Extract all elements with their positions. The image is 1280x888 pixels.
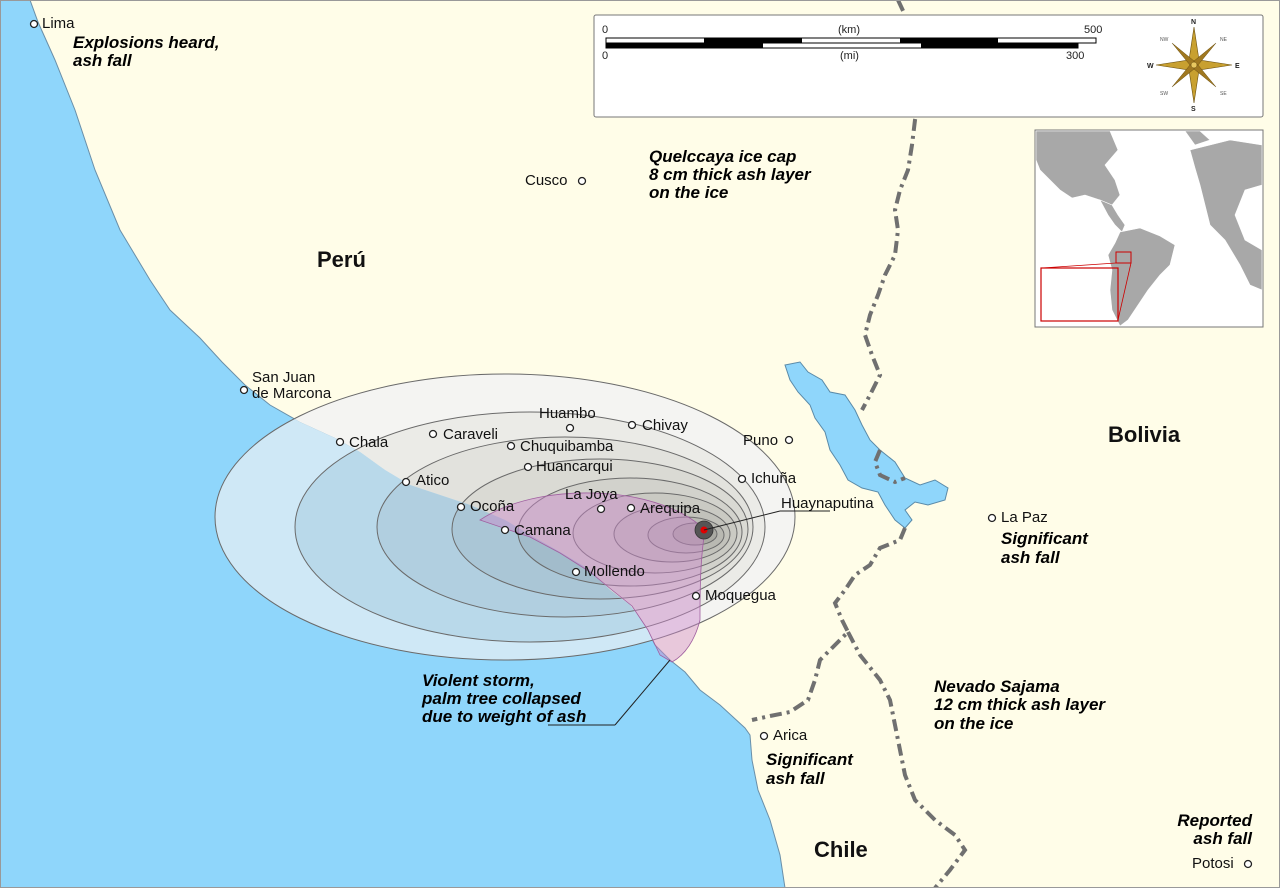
- compass-sw: SW: [1160, 91, 1168, 97]
- city-label-chuquibamba: Chuquibamba: [520, 438, 614, 455]
- city-label-ichuna: Ichuña: [751, 470, 797, 487]
- city-label-cusco: Cusco: [525, 172, 568, 189]
- city-label-moquegua: Moquegua: [705, 587, 777, 604]
- note-storm-1: Violent storm,: [422, 671, 535, 690]
- city-label-san-juan-1: San Juan: [252, 369, 315, 386]
- note-arica-1: Significant: [766, 750, 854, 769]
- city-label-lima: Lima: [42, 15, 75, 32]
- scale-mi-unit: (mi): [840, 50, 859, 62]
- note-sajama-3: on the ice: [934, 714, 1013, 733]
- scale-km-start: 0: [602, 24, 608, 36]
- note-quelccaya-1: Quelccaya ice cap: [649, 147, 796, 166]
- compass-w: W: [1147, 63, 1154, 70]
- scale-mi-start: 0: [602, 50, 608, 62]
- international-borders: [751, 0, 968, 888]
- city-label-chala: Chala: [349, 434, 389, 451]
- note-potosi-1: Reported: [1177, 811, 1252, 830]
- huaynaputina-volcano: [694, 510, 830, 540]
- city-markers: [29, 19, 1253, 869]
- scale-mi-end: 300: [1066, 50, 1084, 62]
- city-label-caraveli: Caraveli: [443, 426, 498, 443]
- note-sajama-2: 12 cm thick ash layer: [934, 695, 1106, 714]
- city-label-la-paz: La Paz: [1001, 509, 1048, 526]
- note-potosi-2: ash fall: [1193, 829, 1253, 848]
- compass-nw: NW: [1160, 37, 1169, 43]
- city-label-huancarqui: Huancarqui: [536, 458, 613, 475]
- city-label-puno: Puno: [743, 432, 778, 449]
- compass-s: S: [1191, 106, 1196, 113]
- note-storm-3: due to weight of ash: [422, 707, 586, 726]
- city-label-mollendo: Mollendo: [584, 563, 645, 580]
- note-lima-2: ash fall: [73, 51, 133, 70]
- note-quelccaya-2: 8 cm thick ash layer: [649, 165, 812, 184]
- note-arica-2: ash fall: [766, 769, 826, 788]
- scale-legend-box: 0 (km) 500 0 (mi) 300 N S E W NW NE SW S…: [593, 14, 1264, 118]
- city-label-potosi: Potosi: [1192, 855, 1234, 872]
- note-lapaz-1: Significant: [1001, 529, 1089, 548]
- scale-km-unit: (km): [838, 24, 860, 36]
- compass-se: SE: [1220, 91, 1227, 97]
- scale-km-end: 500: [1084, 24, 1102, 36]
- city-label-la-joya: La Joya: [565, 486, 618, 503]
- city-label-ocona: Ocoña: [470, 498, 515, 515]
- country-label-peru: Perú: [317, 247, 366, 272]
- note-lima-1: Explosions heard,: [73, 33, 219, 52]
- lake-titicaca: [784, 361, 949, 529]
- compass-rose-icon: [1155, 26, 1233, 104]
- inset-locator-map: [1034, 129, 1264, 328]
- city-label-arequipa: Arequipa: [640, 500, 701, 517]
- city-label-chivay: Chivay: [642, 417, 688, 434]
- city-label-arica: Arica: [773, 727, 808, 744]
- storm-leader-line: [614, 659, 671, 726]
- city-label-san-juan-2: de Marcona: [252, 385, 332, 402]
- city-label-atico: Atico: [416, 472, 449, 489]
- compass-e: E: [1235, 63, 1240, 70]
- compass-ne: NE: [1220, 37, 1228, 43]
- compass-n: N: [1191, 19, 1196, 26]
- city-label-huambo: Huambo: [539, 405, 596, 422]
- country-label-bolivia: Bolivia: [1108, 422, 1181, 447]
- country-label-chile: Chile: [814, 837, 868, 862]
- note-lapaz-2: ash fall: [1001, 548, 1061, 567]
- city-label-huaynaputina: Huaynaputina: [781, 495, 874, 512]
- scale-bar-mi: [605, 42, 1079, 49]
- scale-bar-km: [605, 37, 1097, 44]
- note-sajama-1: Nevado Sajama: [934, 677, 1060, 696]
- note-storm-2: palm tree collapsed: [421, 689, 581, 708]
- city-label-camana: Camana: [514, 522, 571, 539]
- note-quelccaya-3: on the ice: [649, 183, 728, 202]
